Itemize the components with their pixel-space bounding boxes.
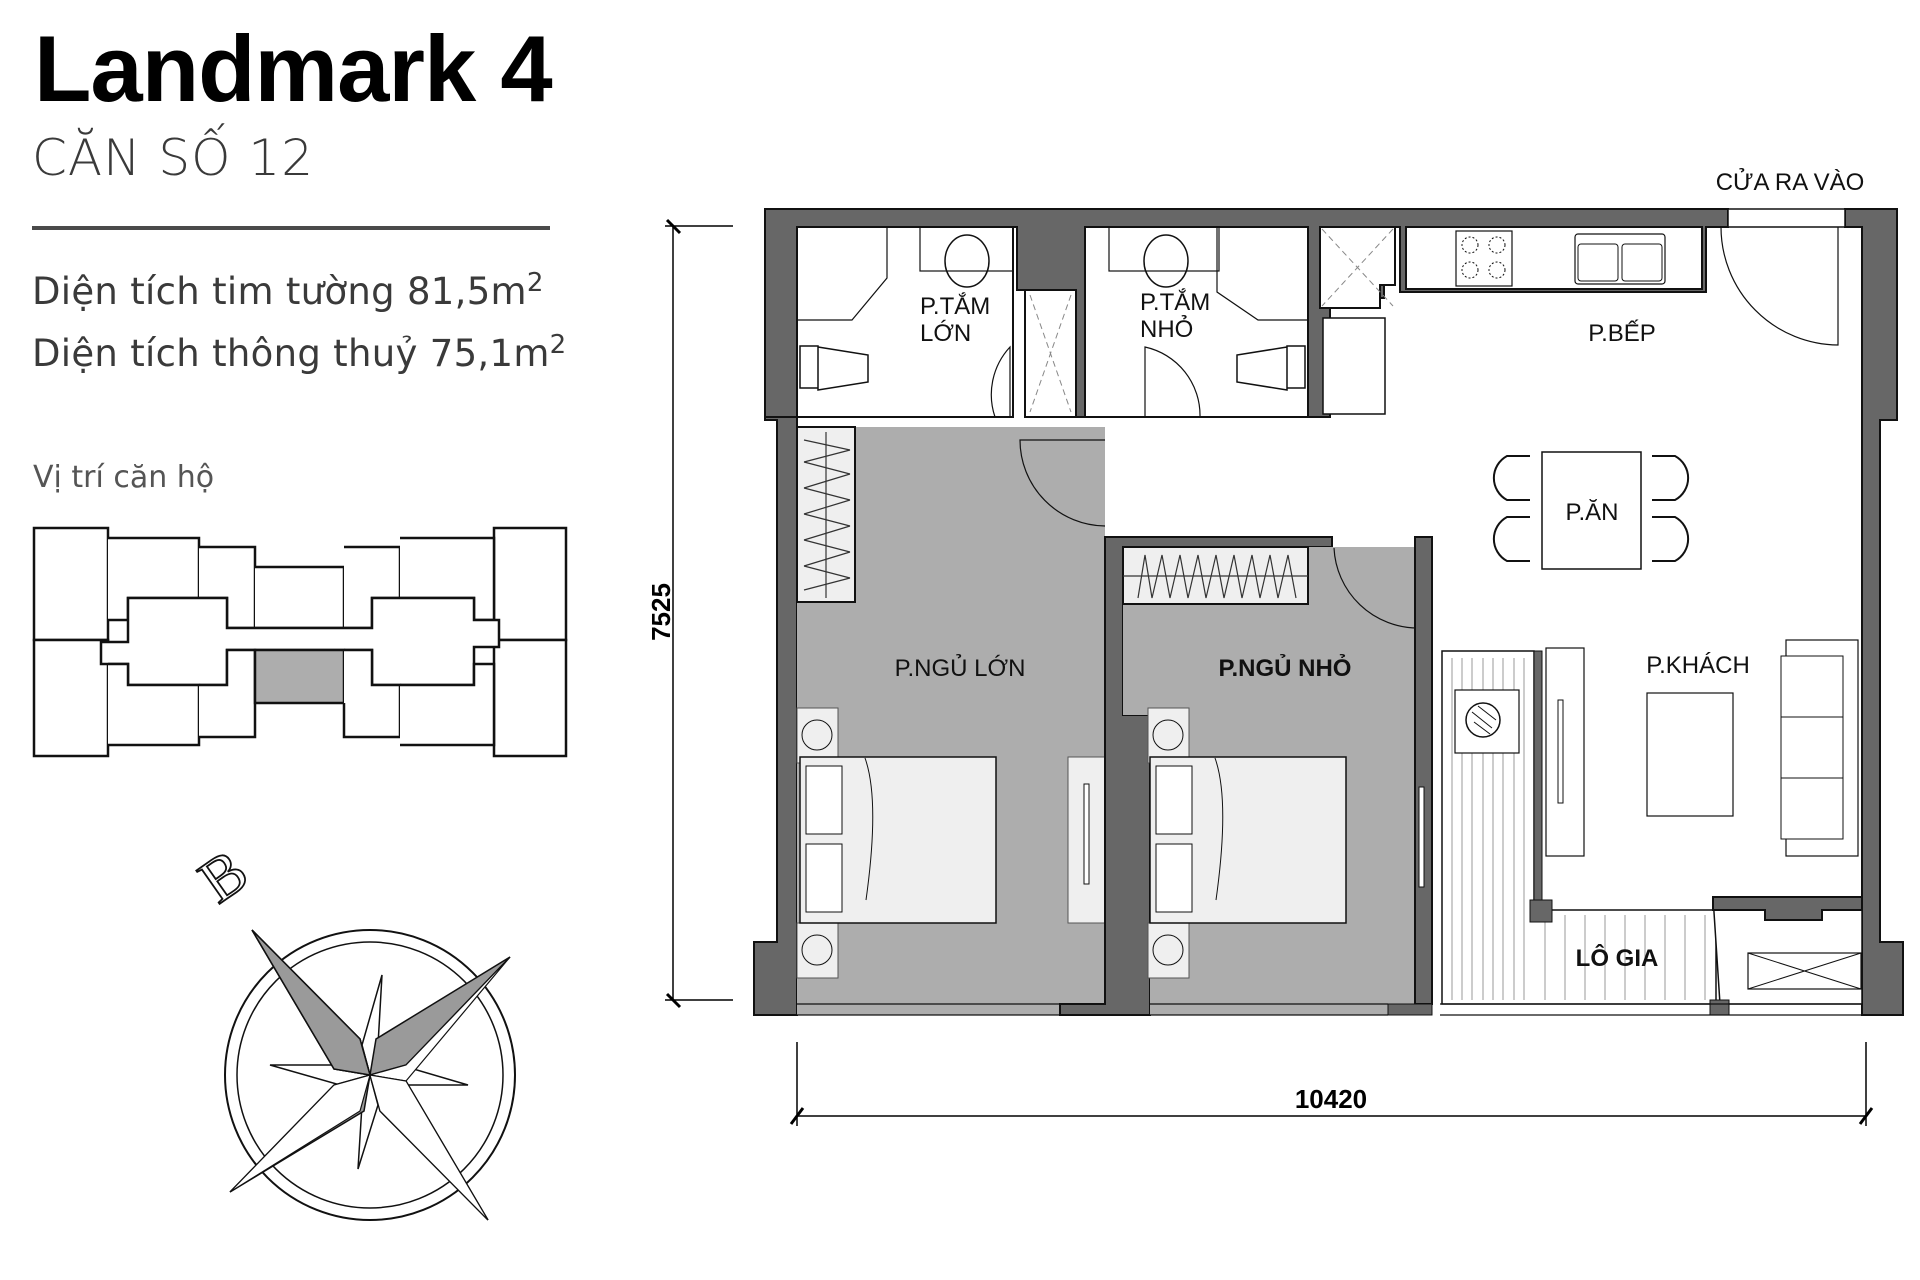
net-area: Diện tích thông thuỷ 75,1m2 [32, 332, 567, 372]
dining-table [1541, 451, 1642, 570]
project-title: Landmark 4 [34, 16, 553, 121]
dimension-vertical [665, 218, 733, 1009]
tv-console [1545, 647, 1585, 857]
entrance-label: CỬA RA VÀO [1716, 167, 1865, 196]
dimension-horizontal [789, 1042, 1874, 1126]
net-area-sup: 2 [549, 330, 567, 360]
dimension-height: 7525 [646, 583, 676, 641]
cooktop [1455, 230, 1513, 287]
label-bath-small-2: NHỎ [1140, 314, 1193, 343]
label-small-bedroom: P.NGỦ NHỎ [1219, 653, 1352, 682]
net-area-text: Diện tích thông thuỷ 75,1m [32, 332, 550, 375]
compass: B [186, 836, 516, 1221]
key-plan [32, 526, 568, 758]
coffee-table [1646, 692, 1734, 817]
entrance-door [1720, 226, 1839, 346]
label-bath-large-2: LỚN [920, 320, 971, 347]
gross-area: Diện tích tim tường 81,5m2 [32, 270, 544, 310]
label-living: P.KHÁCH [1646, 652, 1750, 679]
gross-area-sup: 2 [526, 268, 544, 298]
key-plan-highlight-unit [253, 648, 346, 705]
label-loggia: LÔ GIA [1576, 944, 1659, 972]
label-master-bedroom: P.NGỦ LỚN [895, 653, 1026, 682]
header-divider [32, 226, 550, 230]
label-dining: P.ĂN [1566, 499, 1619, 526]
dimension-width: 10420 [1295, 1084, 1367, 1114]
floor-plan: P.TẮM LỚN P.TẮM NHỎ CỬA RA VÀO P.BẾP [753, 167, 1904, 1016]
sink [1574, 233, 1666, 285]
compass-north-letter: B [187, 837, 260, 916]
label-bath-small-1: P.TẮM [1140, 288, 1210, 316]
label-kitchen: P.BẾP [1588, 319, 1656, 347]
gross-area-text: Diện tích tim tường 81,5m [32, 270, 527, 313]
key-plan-label: Vị trí căn hộ [33, 460, 215, 495]
unit-number: CĂN SỐ 12 [32, 129, 315, 187]
label-bath-large-1: P.TẮM [920, 292, 990, 320]
